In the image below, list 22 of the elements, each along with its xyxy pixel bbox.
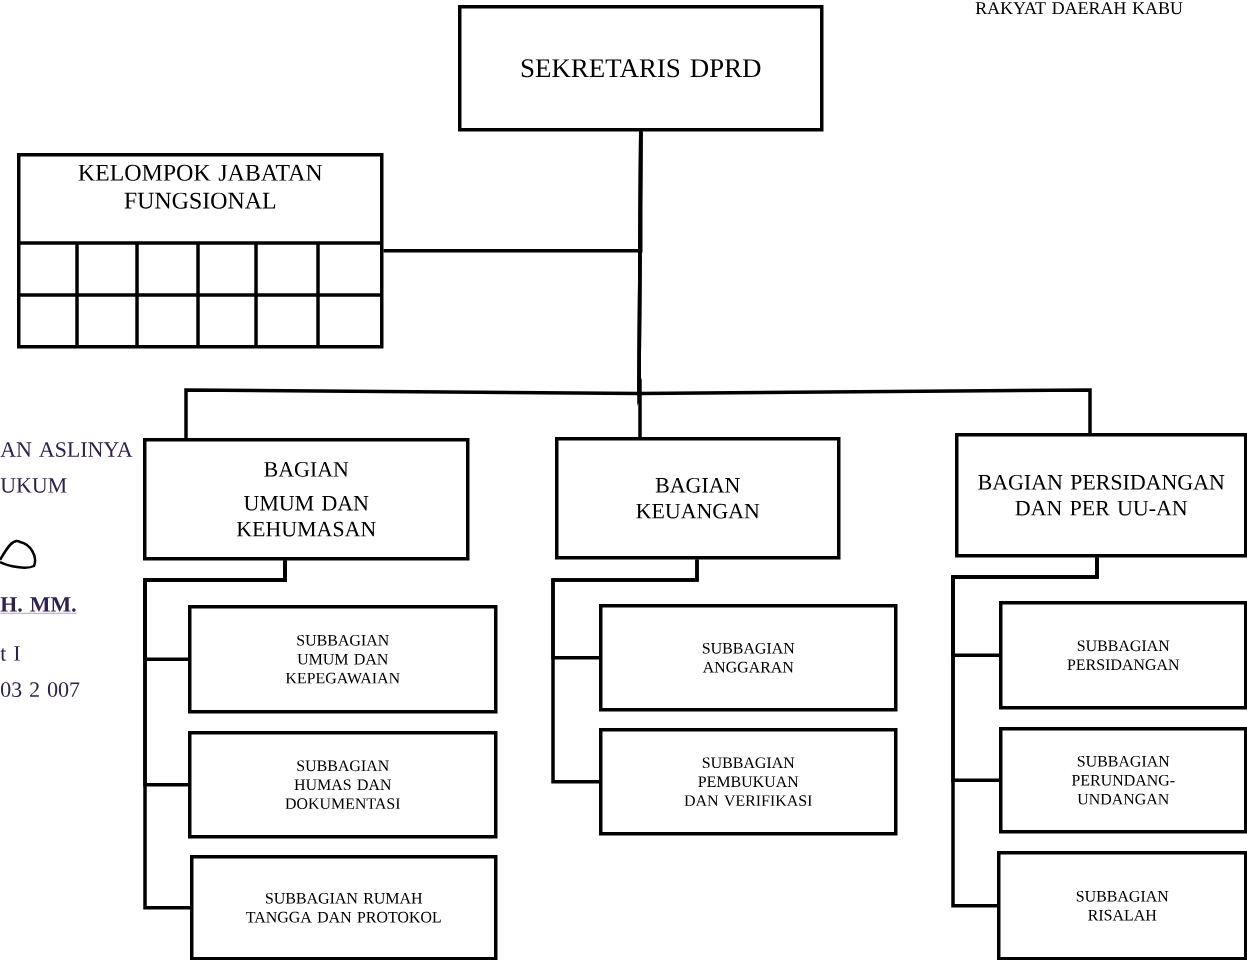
table-box: KELOMPOK JABATAN FUNGSIONAL [17,153,384,349]
head-box: SEKRETARIS DPRD [458,5,824,132]
stamp-text: t I [0,646,20,661]
unit-box: SUBBAGIAN ANGGARAN [599,604,898,712]
unit-box: SUBBAGIAN PEMBUKUAN DAN VERIFIKASI [599,728,898,836]
unit-box: SUBBAGIAN PERUNDANG-UNDANGAN [999,727,1247,834]
signatory-name: H. MM. [0,597,77,614]
unit-box: BAGIAN UMUM DAN KEHUMASAN [143,438,470,561]
connector-line [637,131,1092,433]
connector-line [951,557,1099,908]
unit-box: SUBBAGIAN UMUM DAN KEPEGAWAIAN [188,605,498,714]
stamp-text: UKUM [0,478,67,493]
unit-box: SUBBAGIAN RISALAH [997,851,1247,960]
unit-box: BAGIAN PERSIDANGAN DAN PER UU-AN [955,433,1247,558]
connector-line [143,560,287,910]
unit-box: SUBBAGIAN PERSIDANGAN [999,601,1247,710]
connector-line [551,559,699,784]
header-text: RAKYAT DAERAH KABU [975,2,1183,15]
unit-box: SUBBAGIAN HUMAS DAN DOKUMENTASI [188,731,498,839]
unit-box: SUBBAGIAN RUMAH TANGGA DAN PROTOKOL [190,855,498,960]
stamp-text: 03 2 007 [1,682,80,697]
unit-box: BAGIAN KEUANGAN [555,437,841,560]
